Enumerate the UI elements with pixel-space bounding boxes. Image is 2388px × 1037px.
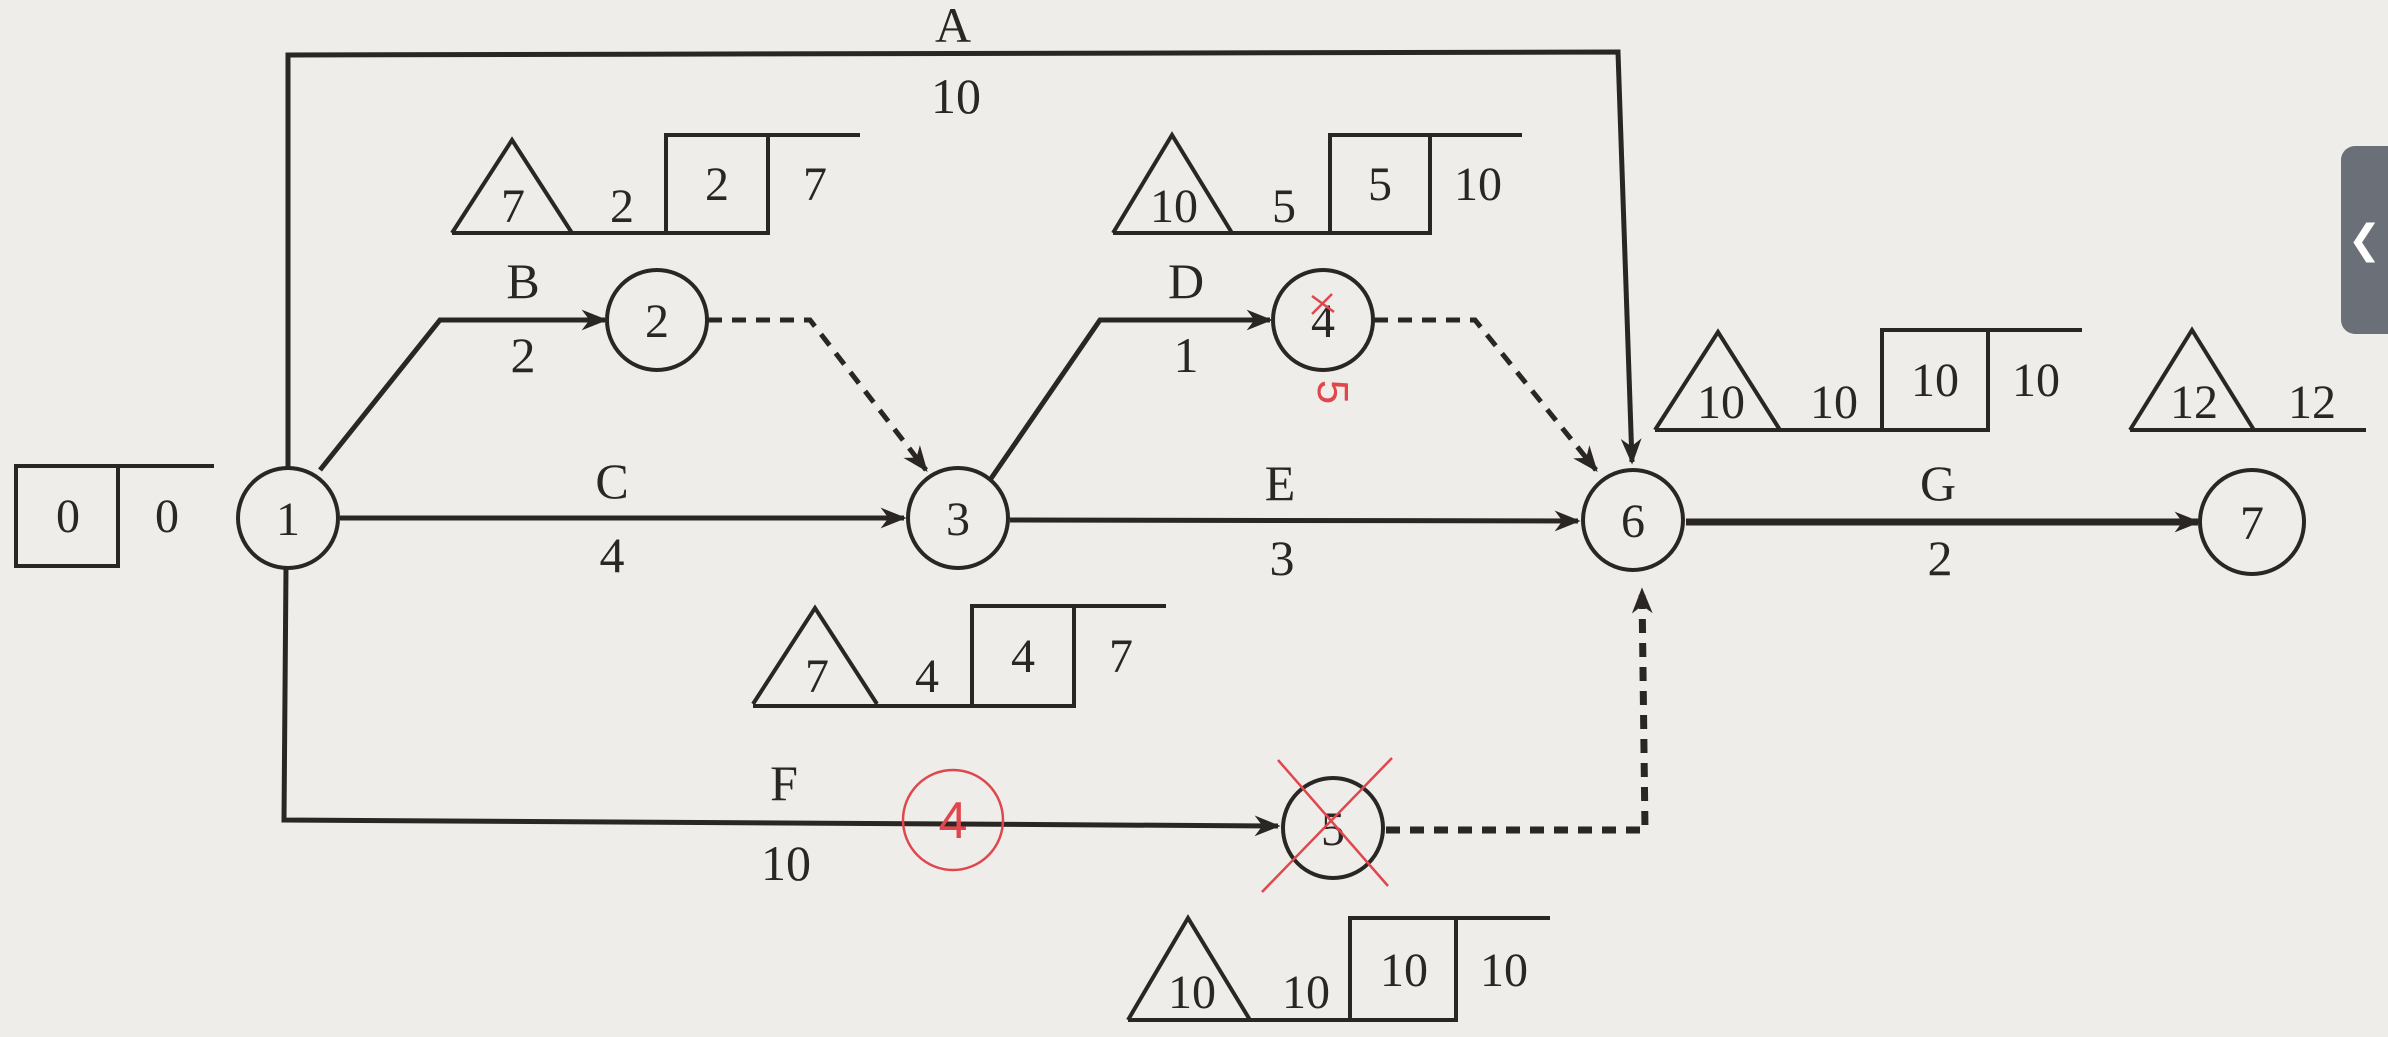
node6-tri-value: 10 — [1697, 376, 1745, 429]
node5-box — [1348, 916, 1458, 1022]
node6-box-value: 10 — [1911, 354, 1959, 407]
activity-A-duration: 10 — [931, 68, 981, 124]
red-x-mark-node4 — [1311, 293, 1335, 315]
node6-mid-value: 10 — [1810, 376, 1858, 429]
node2-mid-value: 2 — [610, 180, 634, 233]
chevron-left-icon: ❮ — [2347, 217, 2382, 263]
node-7-label: 7 — [2240, 497, 2264, 550]
node6-right-value: 10 — [2012, 354, 2060, 407]
arrow-D — [987, 309, 1273, 482]
node-2-label: 2 — [645, 295, 669, 348]
arrow-A — [285, 49, 1642, 470]
node5-tri-value: 10 — [1168, 966, 1216, 1019]
red-x-over-node5 — [1261, 757, 1393, 893]
node1-right-value: 0 — [155, 490, 179, 543]
node5-triangle — [1126, 914, 1252, 1022]
dummy-arrow-2-3 — [708, 317, 928, 473]
node-4 — [1271, 268, 1375, 372]
activity-E-name: E — [1265, 455, 1296, 511]
node1-box-value: 0 — [56, 490, 80, 543]
activity-E-duration: 3 — [1270, 530, 1295, 586]
node3-box — [970, 604, 1076, 708]
activity-C-name: C — [595, 453, 628, 509]
node-1 — [236, 466, 340, 570]
activity-A-name: A — [935, 0, 971, 53]
node3-mid-value: 4 — [915, 650, 939, 703]
node-6-label: 6 — [1621, 495, 1645, 548]
node7-tri-value: 12 — [2170, 376, 2218, 429]
node3-tri-value: 7 — [805, 650, 829, 703]
activity-G-duration: 2 — [1928, 530, 1953, 586]
node7-right-value: 12 — [2288, 376, 2336, 429]
node5-mid-value: 10 — [1282, 966, 1330, 1019]
node2-box — [664, 133, 770, 235]
activity-F-name: F — [770, 755, 798, 811]
red-circle-on-F — [901, 768, 1005, 872]
node1-box — [14, 464, 120, 568]
activity-B-name: B — [506, 253, 539, 309]
red-mark-4-on-F: 4 — [939, 792, 968, 850]
activity-B-duration: 2 — [511, 327, 536, 383]
dummy-arrow-5-6 — [1386, 587, 1653, 834]
node2-tri-value: 7 — [501, 180, 525, 233]
node-1-label: 1 — [276, 493, 300, 546]
arrow-B — [318, 309, 608, 472]
node4-box-value: 5 — [1368, 158, 1392, 211]
node6-box — [1880, 328, 1990, 432]
node2-right-value: 7 — [803, 158, 827, 211]
node5-right-value: 10 — [1480, 944, 1528, 997]
node2-triangle — [450, 136, 574, 235]
node-6 — [1581, 468, 1685, 572]
node5-box-value: 10 — [1380, 944, 1428, 997]
red-annotations: 5 4 — [901, 293, 1393, 893]
activity-C-duration: 4 — [600, 527, 625, 583]
node4-triangle — [1111, 131, 1234, 235]
activity-F-duration: 10 — [761, 835, 811, 891]
node-3-label: 3 — [946, 493, 970, 546]
node7-triangle — [2128, 326, 2256, 432]
node4-mid-value: 5 — [1272, 180, 1296, 233]
node3-box-value: 4 — [1011, 630, 1035, 683]
node4-box — [1328, 133, 1432, 235]
activity-G-name: G — [1920, 455, 1956, 511]
node-3 — [906, 466, 1010, 570]
node3-triangle — [751, 604, 879, 706]
arrow-E — [1009, 510, 1581, 532]
red-mark-5-near-node4: 5 — [1308, 380, 1357, 404]
node2-box-value: 2 — [705, 158, 729, 211]
node-7 — [2198, 468, 2306, 576]
node4-tri-value: 10 — [1150, 180, 1198, 233]
node-2 — [605, 268, 709, 372]
activity-D-name: D — [1168, 253, 1204, 309]
activity-D-duration: 1 — [1174, 327, 1199, 383]
dummy-arrow-4-6 — [1374, 317, 1598, 473]
side-panel-toggle[interactable]: ❮ — [2341, 146, 2388, 334]
arrow-F — [281, 566, 1281, 837]
node4-right-value: 10 — [1454, 158, 1502, 211]
node6-triangle — [1653, 328, 1782, 432]
node3-right-value: 7 — [1109, 630, 1133, 683]
